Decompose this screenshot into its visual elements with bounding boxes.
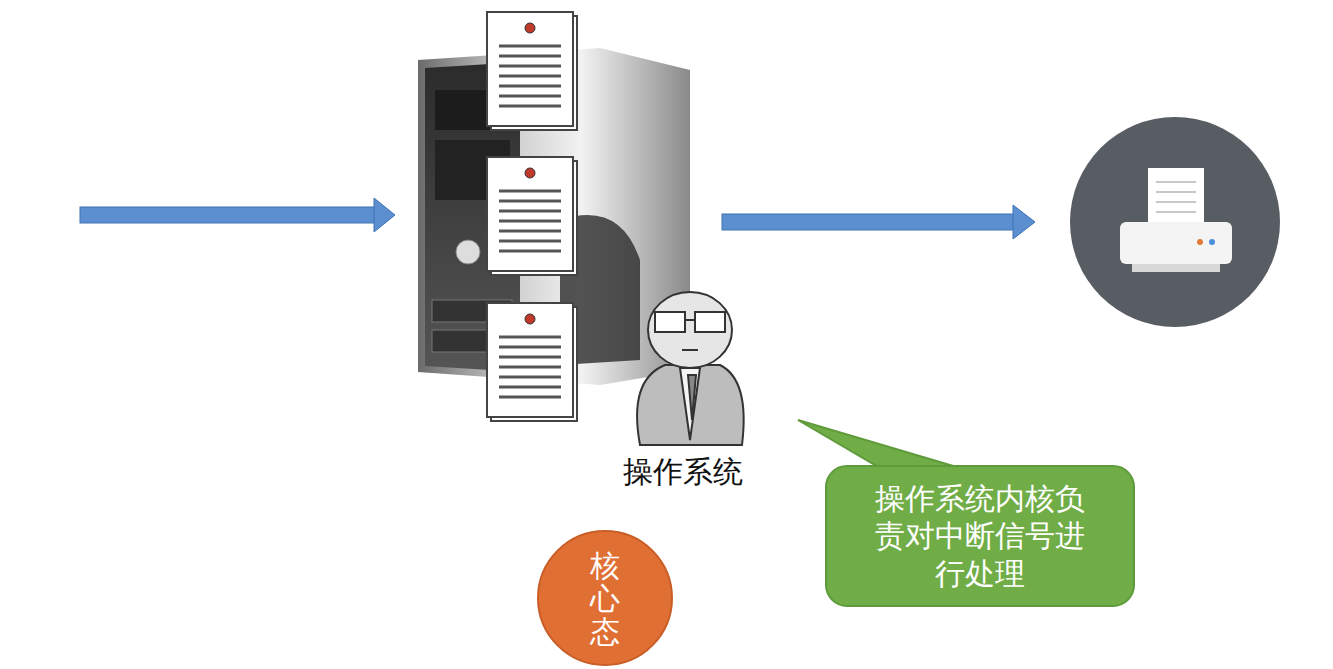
state-circle: 核心态 (537, 530, 673, 666)
callout-box: 操作系统内核负责对中断信号进行处理 (825, 465, 1135, 607)
vertical-label: 核心态 (590, 549, 620, 648)
document-icons (487, 12, 577, 421)
output-arrow (722, 205, 1035, 239)
figure-label: 操作系统 (623, 452, 743, 493)
input-arrow (80, 198, 395, 232)
callout-tail (798, 420, 960, 468)
person-figure (637, 292, 744, 445)
printer-icon (1070, 117, 1280, 327)
callout-text: 操作系统内核负责对中断信号进行处理 (871, 480, 1090, 593)
